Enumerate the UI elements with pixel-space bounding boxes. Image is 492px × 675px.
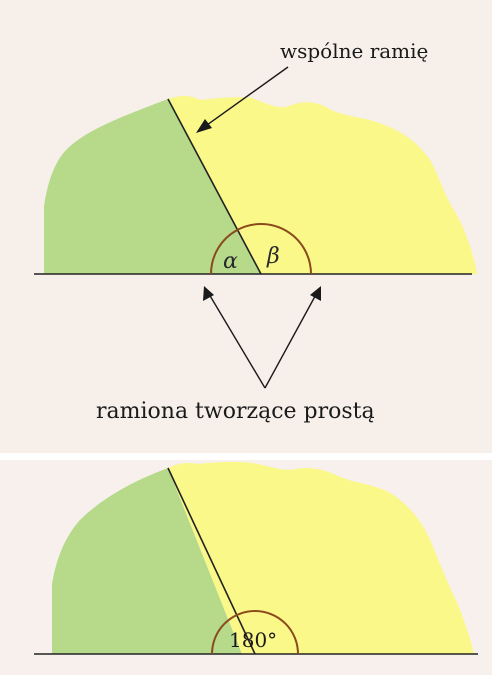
angle-beta-arc	[237, 223, 312, 275]
angle-alpha-label: α	[223, 249, 238, 274]
angle-alpha-arc	[210, 229, 238, 275]
angle-beta-label: β	[266, 244, 280, 269]
bottom-diagram-panel: 180°	[0, 460, 492, 675]
left-arm-pointer-arrow	[205, 288, 266, 389]
right-arm-arrowhead	[310, 286, 321, 301]
common-arm-arrowhead	[196, 119, 212, 133]
arms-forming-line-label: ramiona tworzące prostą	[96, 399, 375, 424]
straight-angle-label: 180°	[229, 628, 277, 652]
right-arm-pointer-arrow	[264, 288, 320, 389]
common-arm-line-bottom	[167, 467, 256, 655]
angle-alpha-region	[44, 99, 261, 274]
common-arm-line	[167, 98, 262, 275]
top-diagram-panel: α β wspólne ramię ramiona tworzące prost…	[0, 0, 492, 453]
left-arm-arrowhead	[203, 286, 214, 301]
bottom-diagram-svg: 180°	[34, 461, 478, 655]
common-arm-pointer-arrow	[199, 66, 289, 131]
straight-angle-arc	[211, 610, 299, 655]
common-arm-label: wspólne ramię	[280, 39, 428, 63]
yellow-region-bottom	[168, 461, 474, 654]
green-region-bottom	[52, 468, 242, 654]
top-diagram-svg: α β wspólne ramię ramiona tworzące prost…	[34, 39, 477, 424]
angle-beta-region	[168, 96, 477, 274]
